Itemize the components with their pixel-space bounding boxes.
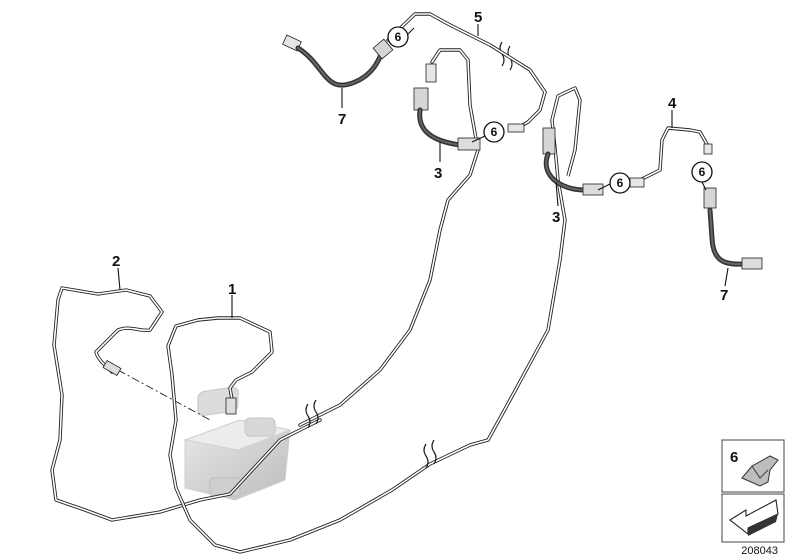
- front-left-brake-hose: [413, 63, 481, 151]
- legend-box: 6: [721, 439, 785, 543]
- pipe-2-end-fitting: [102, 359, 122, 377]
- rear-right-pipe-fitting: [629, 177, 645, 188]
- callout-front-hose-right: 3: [552, 209, 560, 226]
- callout-front-hose-left: 3: [434, 165, 442, 182]
- callout-rear-pipe-right: 4: [668, 95, 677, 112]
- rear-left-pipe-fitting: [507, 123, 525, 133]
- front-right-brake-hose: [542, 86, 604, 196]
- view-direction-arrow-icon: [729, 499, 779, 536]
- circled-callout-label: 6: [491, 125, 498, 139]
- assembly-guide-line: [117, 369, 211, 421]
- front-left-brake-pipe: [298, 48, 480, 427]
- abs-hydraulic-unit: [183, 386, 292, 501]
- callout-abs-pipe: 2: [112, 253, 120, 270]
- callout-abs-unit: 1: [228, 281, 236, 298]
- circled-callout-label: 6: [699, 165, 706, 179]
- rear-left-brake-hose: [282, 34, 394, 88]
- leader-lines: [117, 24, 729, 318]
- callout-rear-pipe-left: 5: [474, 9, 482, 26]
- diagram-id: 208043: [741, 545, 778, 557]
- circled-callout-clip-top: 6: [387, 26, 409, 48]
- rear-right-pipe-end: [703, 143, 713, 155]
- pipe-1-end-fitting: [225, 397, 237, 415]
- circled-callout-clip-front-left: 6: [483, 121, 505, 143]
- callout-rear-hose-right: 7: [720, 287, 728, 304]
- circled-callout-clip-rear-right: 6: [691, 161, 713, 183]
- circled-callout-clip-front-right: 6: [609, 172, 631, 194]
- rear-right-brake-hose: [703, 187, 763, 270]
- brake-line-clip-icon: [741, 455, 779, 487]
- circled-callout-label: 6: [395, 30, 402, 44]
- circled-callout-label: 6: [617, 176, 624, 190]
- break-marks: [305, 41, 513, 469]
- legend-part-number: 6: [730, 449, 738, 466]
- callout-rear-hose-left: 7: [338, 111, 346, 128]
